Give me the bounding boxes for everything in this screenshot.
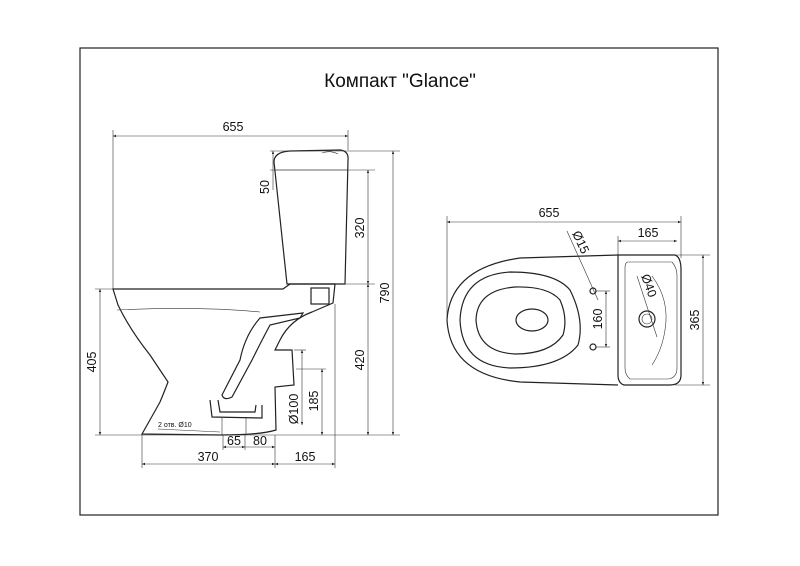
dim-tank-width: 365 [688, 310, 702, 331]
mount-holes-note: 2 отв. Ø10 [158, 422, 192, 429]
dim-hole-offset-2: 80 [253, 434, 267, 448]
dim-outlet-height: 185 [307, 391, 321, 412]
trapway [221, 312, 305, 400]
dim-bowl-height: 420 [353, 350, 367, 371]
dim-hole-spacing: 160 [591, 309, 605, 330]
dim-tank-height: 320 [353, 218, 367, 239]
dim-side-length: 655 [223, 120, 244, 134]
dim-hole-diameter: Ø15 [569, 229, 592, 256]
mount-hole-2 [589, 343, 597, 351]
tank-top-outline [617, 254, 682, 386]
drawing-frame [79, 47, 719, 516]
top-view: 655 165 365 160 Ø15 Ø40 [446, 206, 710, 386]
dim-total-height: 790 [378, 283, 392, 304]
dim-lid-height: 50 [258, 180, 272, 194]
dim-seat-height: 405 [85, 352, 99, 373]
flush-button [638, 310, 656, 328]
bowl-outline [112, 283, 336, 436]
tank-connector [310, 287, 330, 305]
dim-tank-depth: 165 [638, 226, 659, 240]
dim-button-diameter: Ø40 [638, 272, 659, 299]
foot [209, 399, 263, 419]
tank-outline [273, 149, 349, 285]
dim-outlet-diameter: Ø100 [287, 394, 301, 425]
drawing-title: Компакт "Glance" [324, 71, 476, 92]
dim-rear-offset: 165 [295, 450, 316, 464]
side-view: 655 50 320 790 420 405 185 Ø100 2 отв. Ø… [85, 120, 400, 468]
dim-base-length: 370 [198, 450, 219, 464]
dim-top-length: 655 [539, 206, 560, 220]
dim-hole-offset-1: 65 [227, 434, 241, 448]
